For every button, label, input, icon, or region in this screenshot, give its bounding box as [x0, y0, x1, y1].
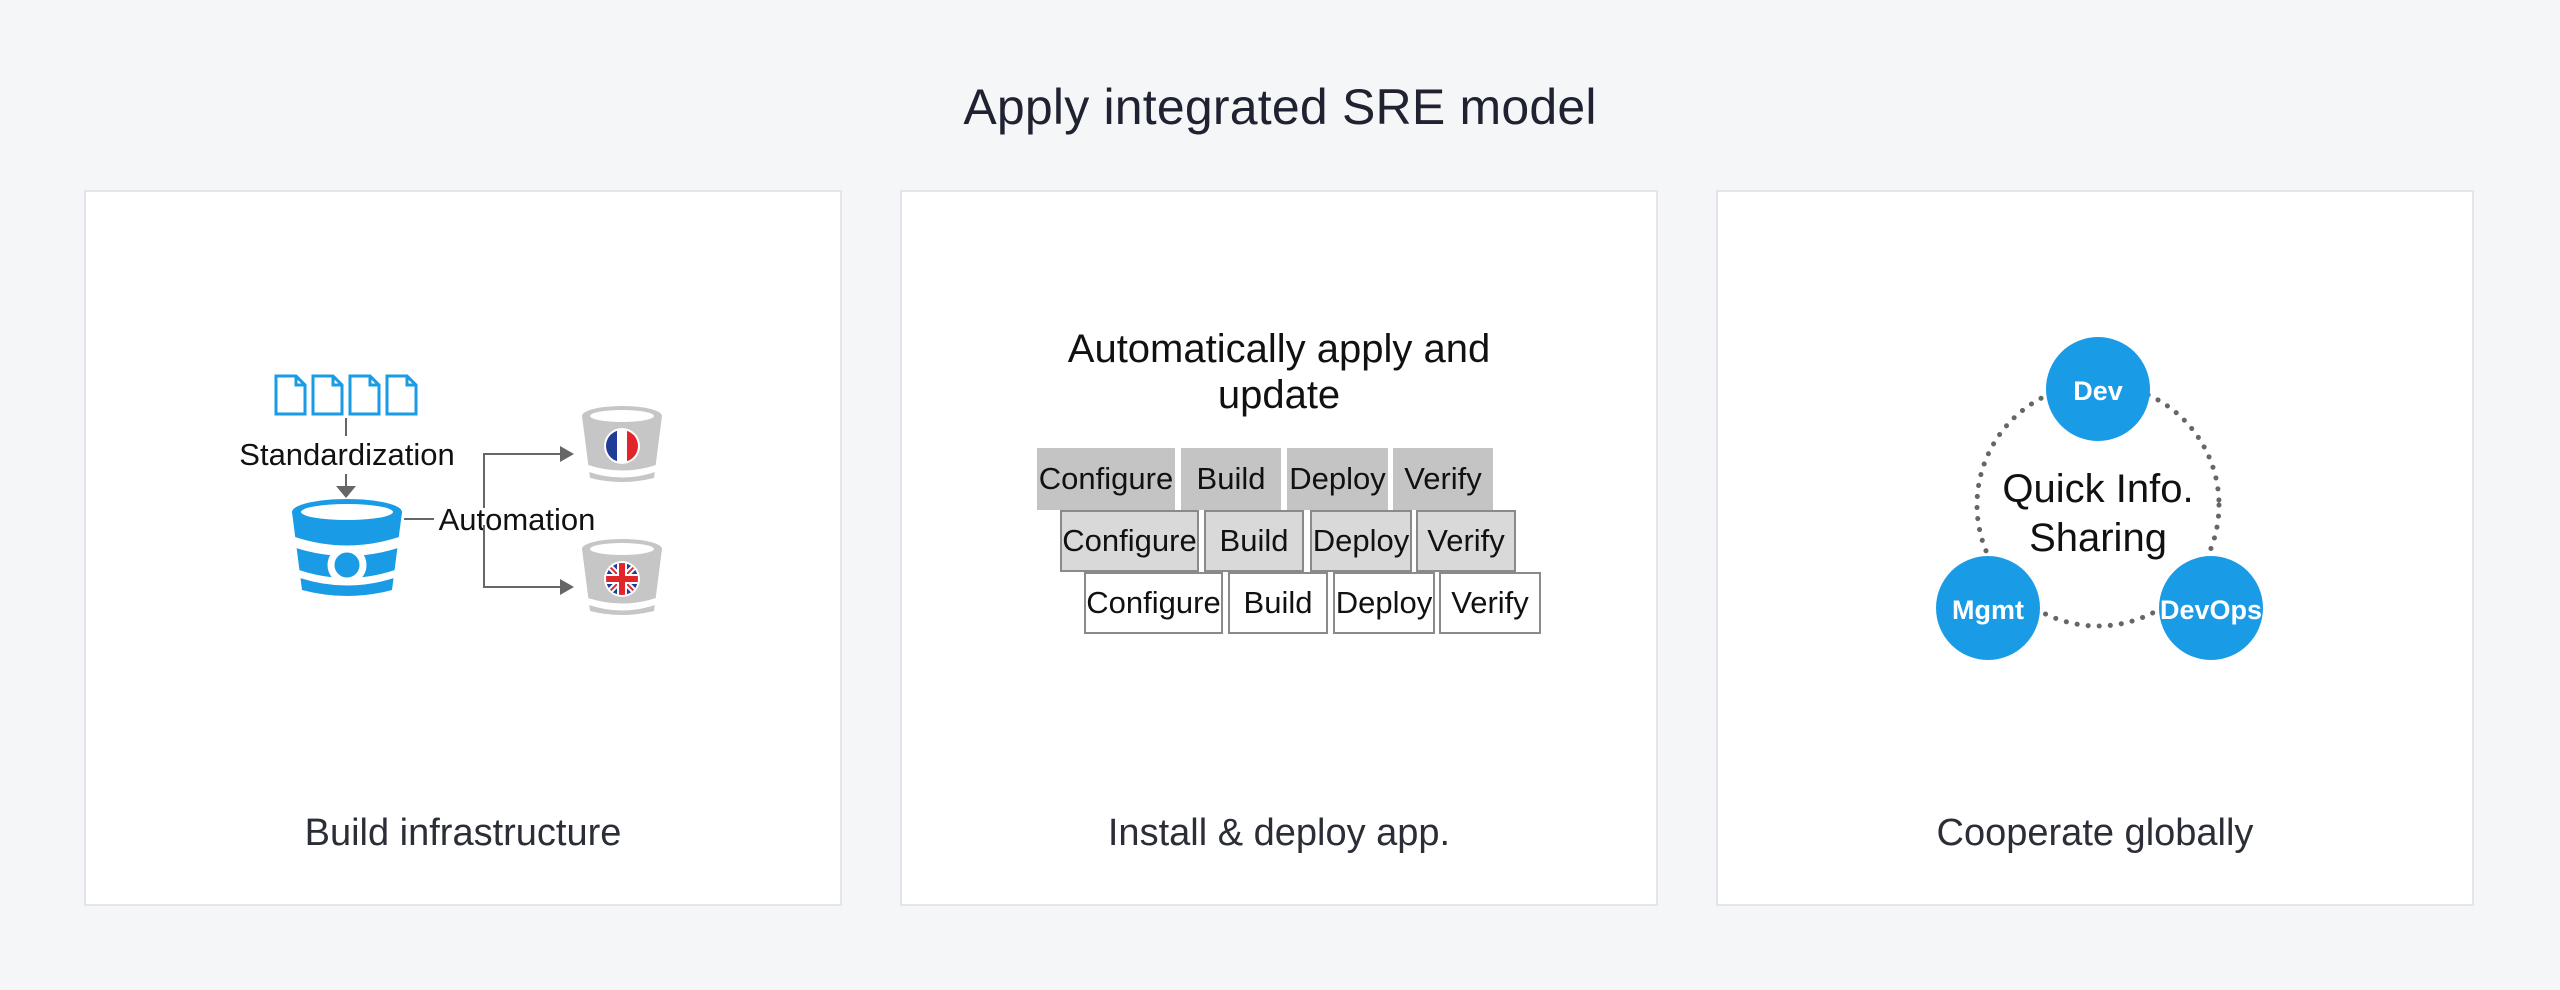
- auto-apply-title-text: Automatically apply and update: [1067, 327, 1491, 417]
- card-caption: Build infrastructure: [304, 812, 622, 854]
- bucket-france-icon: [582, 406, 662, 482]
- center-line-2: Sharing: [2029, 516, 2167, 560]
- step-verify: Verify: [1393, 448, 1493, 510]
- node-dev-label: Dev: [2073, 376, 2123, 406]
- center-line-1: Quick Info.: [2002, 467, 2193, 511]
- step-deploy: Deploy: [1333, 572, 1435, 634]
- step-deploy: Deploy: [1310, 510, 1412, 572]
- node-dev: Dev: [2046, 337, 2150, 441]
- card-caption: Cooperate globally: [1936, 812, 2254, 854]
- france-flag-icon: [606, 430, 638, 462]
- dotted-ring: [1974, 381, 2222, 629]
- bucket-icon: [292, 499, 402, 596]
- card-caption: Install & deploy app.: [1107, 812, 1451, 854]
- infrastructure-diagram: Standardization Automation: [239, 374, 662, 615]
- card-install-deploy: Automatically apply and update Configure…: [900, 190, 1658, 906]
- step-configure: Configure: [1037, 448, 1175, 510]
- step-build: Build: [1181, 448, 1281, 510]
- bucket-uk-icon: [582, 539, 662, 615]
- step-build: Build: [1204, 510, 1304, 572]
- step-deploy: Deploy: [1287, 448, 1388, 510]
- auto-apply-title: Automatically apply and update: [902, 326, 1656, 418]
- node-devops-label: DevOps: [2160, 595, 2262, 625]
- node-mgmt-label: Mgmt: [1952, 595, 2024, 625]
- step-verify: Verify: [1439, 572, 1541, 634]
- step-configure: Configure: [1084, 572, 1223, 634]
- step-build: Build: [1228, 572, 1328, 634]
- step-configure: Configure: [1060, 510, 1199, 572]
- standardization-label: Standardization: [239, 437, 454, 472]
- cooperation-diagram: Quick Info. Sharing Dev Mgmt DevOps: [1936, 337, 2263, 660]
- automation-label: Automation: [439, 502, 596, 537]
- node-devops: DevOps: [2159, 556, 2263, 660]
- card-cooperate-globally: Quick Info. Sharing Dev Mgmt DevOps Coop…: [1716, 190, 2474, 906]
- step-verify: Verify: [1416, 510, 1516, 572]
- card-build-infrastructure: Standardization Automation: [84, 190, 842, 906]
- node-mgmt: Mgmt: [1936, 556, 2040, 660]
- page-title: Apply integrated SRE model: [963, 79, 1597, 135]
- documents-icon: [274, 374, 418, 416]
